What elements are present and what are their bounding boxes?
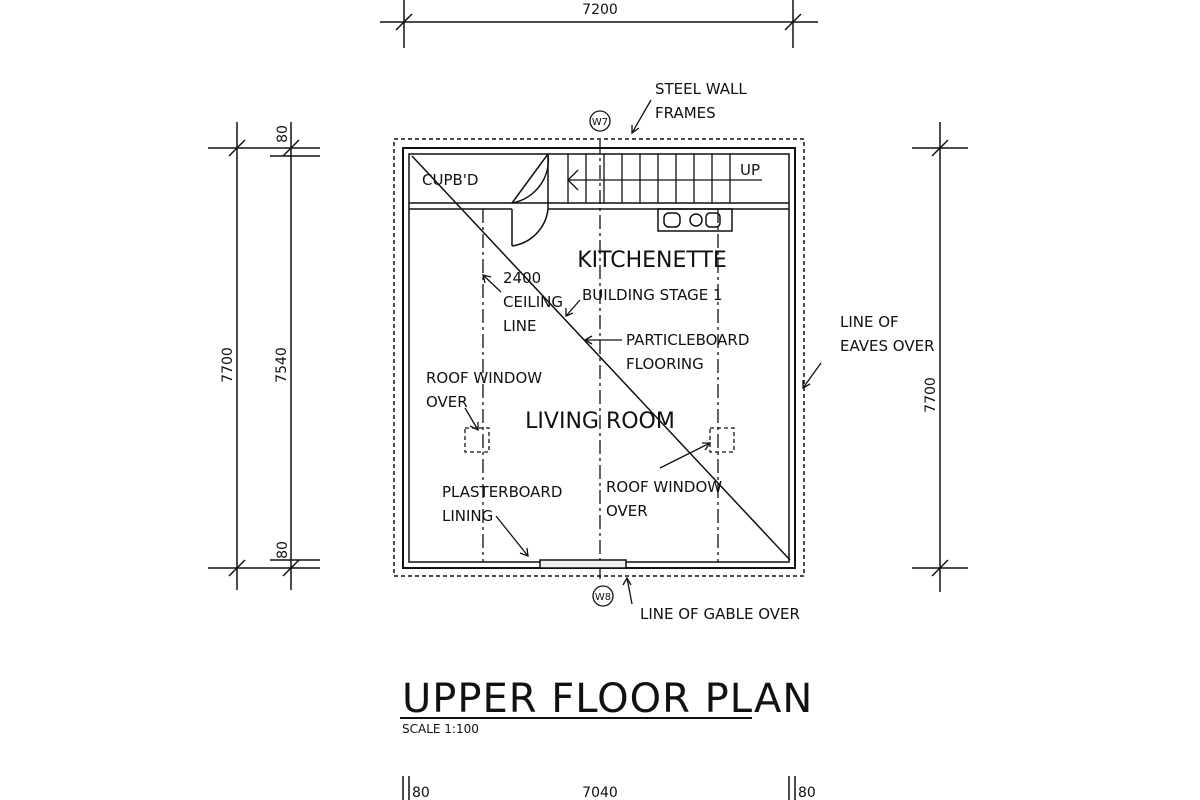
plasterboard-label-line2: LINING	[442, 507, 493, 525]
stairs	[567, 154, 762, 203]
roof-window-right-label-line2: OVER	[606, 502, 648, 520]
eaves-label-line1: LINE OF	[840, 313, 899, 331]
left-outer-dimension: 7700	[220, 347, 236, 383]
particleboard-label-line1: PARTICLEBOARD	[626, 331, 749, 349]
gable-label: LINE OF GABLE OVER	[640, 605, 800, 623]
ceiling-line-label-line3: LINE	[503, 317, 536, 335]
particleboard-label-line2: FLOORING	[626, 355, 704, 373]
right-height-dimension: 7700	[923, 377, 939, 413]
bottom-left-wall-dimension: 80	[412, 785, 430, 800]
eaves-label-line2: EAVES OVER	[840, 337, 935, 355]
steel-wall-frames-label-line2: FRAMES	[655, 104, 716, 122]
cupboard-label: CUPB'D	[422, 171, 478, 189]
steel-wall-frames-label-line1: STEEL WALL	[655, 80, 747, 98]
living-room-label: LIVING ROOM	[525, 409, 675, 434]
plan-title: UPPER FLOOR PLAN	[402, 676, 813, 722]
left-bottom-wall-dimension: 80	[275, 541, 291, 559]
eaves-outline	[393, 138, 805, 577]
bottom-dimension	[402, 776, 796, 800]
plasterboard-label-line1: PLASTERBOARD	[442, 483, 562, 501]
roof-window-right-label-line1: ROOF WINDOW	[606, 478, 722, 496]
building-stage-diagonal	[411, 155, 791, 561]
window-tag-w7: W7	[589, 110, 611, 132]
right-dimension	[912, 122, 968, 592]
bottom-inner-dimension: 7040	[582, 785, 618, 800]
top-dimension	[380, 0, 818, 48]
roof-window-left-label-line1: ROOF WINDOW	[426, 369, 542, 387]
ceiling-lines	[482, 140, 719, 580]
kitchenette-label: KITCHENETTE	[577, 248, 727, 273]
roof-window-left-label-line2: OVER	[426, 393, 468, 411]
exterior-walls	[402, 147, 796, 569]
building-stage-label: BUILDING STAGE 1	[582, 286, 723, 304]
cupboard-door	[511, 153, 550, 247]
window-tag-w8: W8	[592, 585, 614, 607]
left-top-wall-dimension: 80	[275, 125, 291, 143]
up-label: UP	[740, 161, 760, 179]
roof-window-left	[464, 427, 490, 453]
ceiling-line-label-line2: CEILING	[503, 293, 563, 311]
kitchen-bench	[657, 208, 733, 232]
scale-label: SCALE 1:100	[402, 722, 479, 736]
ceiling-line-label-line1: 2400	[503, 269, 541, 287]
bottom-right-wall-dimension: 80	[798, 785, 816, 800]
leader-arrows	[464, 99, 822, 605]
top-width-dimension: 7200	[582, 2, 618, 18]
svg-text:W7: W7	[592, 117, 608, 128]
bottom-window	[539, 559, 627, 569]
left-inner-dimension: 7540	[274, 347, 290, 383]
stair-band-partition	[409, 154, 789, 246]
roof-window-right	[709, 427, 735, 453]
left-dimensions	[208, 122, 320, 590]
svg-text:W8: W8	[595, 592, 611, 603]
